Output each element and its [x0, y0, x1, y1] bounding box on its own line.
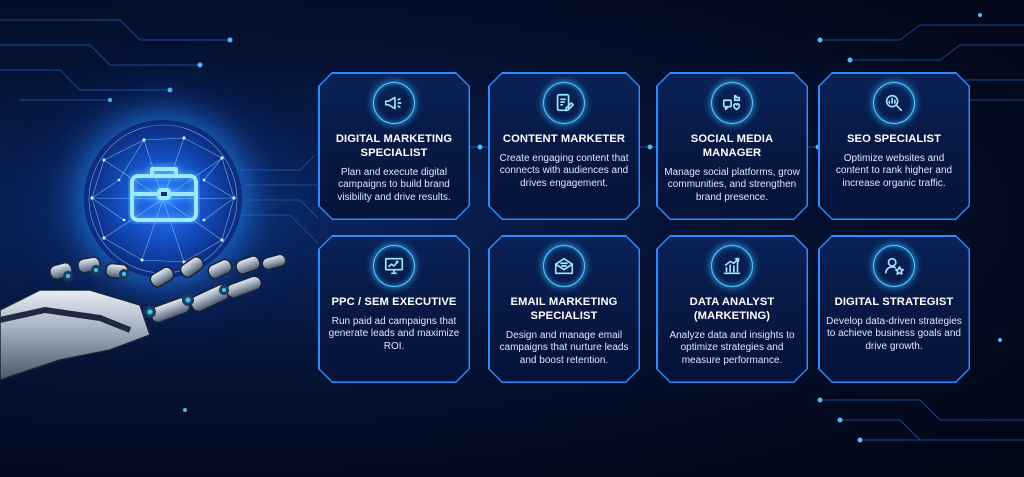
card-description: Run paid ad campaigns that generate lead…	[328, 315, 460, 352]
card-title: DATA ANALYST (MARKETING)	[689, 295, 775, 322]
card-digital-marketing-specialist: DIGITAL MARKETING SPECIALIST Plan and ex…	[318, 72, 470, 220]
card-title: SOCIAL MEDIA MANAGER	[690, 132, 774, 159]
card-description: Develop data-driven strategies to achiev…	[826, 315, 962, 352]
briefcase-icon	[130, 167, 198, 222]
card-content-marketer: CONTENT MARKETER Create engaging content…	[488, 72, 640, 220]
card-social-media-manager: SOCIAL MEDIA MANAGER Manage social platf…	[656, 72, 808, 220]
search-analytics-icon	[873, 81, 915, 124]
card-description: Analyze data and insights to optimize st…	[669, 329, 795, 366]
card-title: SEO SPECIALIST	[846, 132, 942, 145]
card-title: DIGITAL STRATEGIST	[834, 295, 954, 308]
megaphone-icon	[373, 81, 415, 124]
content-edit-icon	[543, 81, 585, 124]
card-title: DIGITAL MARKETING SPECIALIST	[335, 132, 453, 159]
card-digital-strategist: DIGITAL STRATEGIST Develop data-driven s…	[818, 235, 970, 383]
card-title: EMAIL MARKETING SPECIALIST	[510, 295, 618, 322]
card-title: PPC / SEM EXECUTIVE	[331, 295, 457, 308]
envelope-icon	[543, 244, 585, 287]
monitor-chart-icon	[373, 244, 415, 287]
robot-hand-illustration	[0, 253, 287, 381]
social-media-icon	[711, 81, 753, 124]
card-description: Create engaging content that connects wi…	[499, 152, 629, 189]
user-star-icon	[873, 244, 915, 287]
card-title: CONTENT MARKETER	[502, 132, 626, 145]
growth-chart-icon	[711, 244, 753, 287]
card-description: Optimize websites and content to rank hi…	[835, 152, 953, 189]
card-description: Plan and execute digital campaigns to bu…	[337, 166, 451, 203]
card-description: Design and manage email campaigns that n…	[499, 329, 629, 366]
card-seo-specialist: SEO SPECIALIST Optimize websites and con…	[818, 72, 970, 220]
card-ppc-sem-executive: PPC / SEM EXECUTIVE Run paid ad campaign…	[318, 235, 470, 383]
card-data-analyst-marketing: DATA ANALYST (MARKETING) Analyze data an…	[656, 235, 808, 383]
card-email-marketing-specialist: EMAIL MARKETING SPECIALIST Design and ma…	[488, 235, 640, 383]
card-description: Manage social platforms, grow communitie…	[664, 166, 800, 203]
